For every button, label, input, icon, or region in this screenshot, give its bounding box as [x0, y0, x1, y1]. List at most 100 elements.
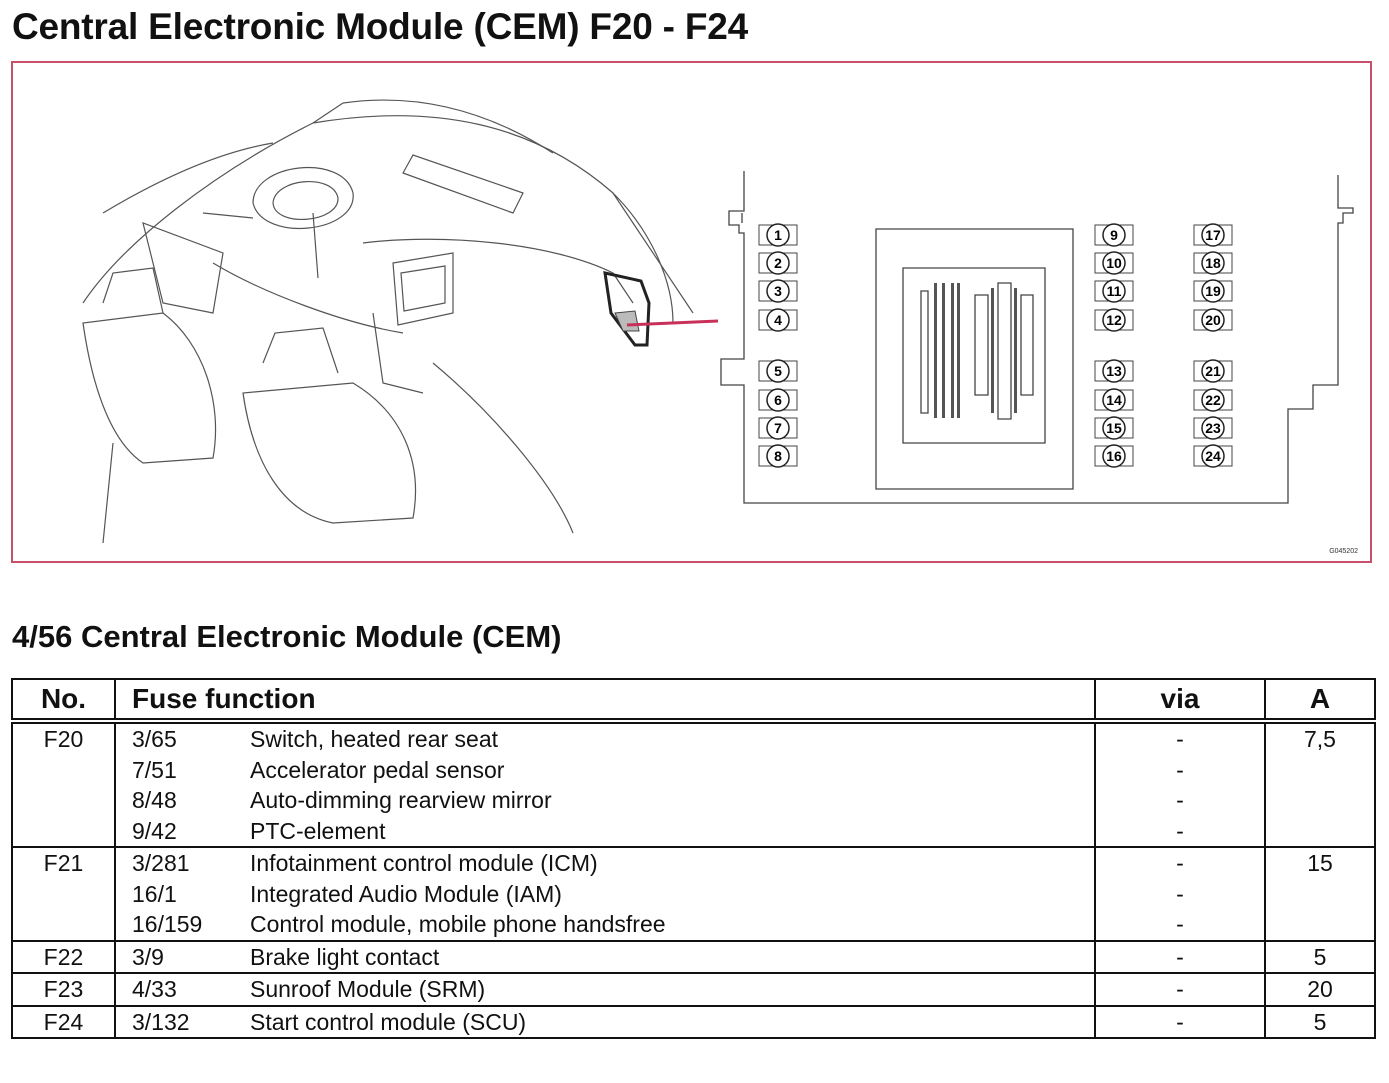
fuse-number: 3 — [774, 283, 782, 299]
fuse-number: 14 — [1106, 392, 1122, 408]
fuse-socket: 13 — [1094, 359, 1134, 383]
fuse-number: 6 — [774, 392, 782, 408]
fuse-number: 11 — [1107, 283, 1122, 299]
fuse-socket: 5 — [758, 359, 798, 383]
connector-pins — [934, 283, 1017, 418]
cem-location-marker — [603, 271, 651, 347]
fuse-number: 4 — [774, 312, 782, 328]
fuse-socket: 16 — [1094, 444, 1134, 468]
page-title: Central Electronic Module (CEM) F20 - F2… — [12, 6, 749, 47]
fuse-socket: 1 — [758, 223, 798, 247]
table-row: F23 4/33 Sunroof Module (SRM) - 20 — [11, 973, 1376, 1007]
amperage: 5 — [1313, 943, 1327, 970]
via-value: - — [1176, 911, 1184, 937]
header-no: No. — [11, 678, 116, 724]
fuse-number: 22 — [1205, 392, 1221, 408]
via-value: - — [1176, 880, 1184, 907]
fuse-number: 19 — [1205, 283, 1221, 299]
component-desc: Sunroof Module (SRM) — [250, 976, 486, 1002]
component-code: 3/65 — [132, 726, 177, 752]
table-header-row: No. Fuse function via A — [11, 678, 1376, 724]
via-value: - — [1176, 726, 1184, 752]
fuse-id: F23 — [43, 976, 84, 1002]
fuse-box-outline — [720, 171, 1354, 504]
fuse-socket: 9 — [1094, 223, 1134, 247]
fuse-function-line: 3/9 Brake light contact — [116, 942, 1094, 973]
component-code: 3/132 — [132, 1008, 190, 1035]
fuse-socket: 2 — [758, 251, 798, 275]
component-code: 8/48 — [132, 787, 177, 813]
fuse-socket: 18 — [1193, 251, 1233, 275]
amperage: 15 — [1307, 850, 1333, 876]
component-code: 4/33 — [132, 976, 177, 1002]
amperage: 5 — [1313, 1008, 1327, 1035]
figure-code: G045202 — [1329, 548, 1358, 555]
fuse-socket: 20 — [1193, 308, 1233, 332]
fuse-socket: 19 — [1193, 279, 1233, 303]
fuse-socket: 21 — [1193, 359, 1233, 383]
fuse-number: 10 — [1106, 255, 1122, 271]
fuse-number: 8 — [774, 448, 782, 464]
component-desc: Brake light contact — [250, 943, 440, 970]
fuse-number: 12 — [1106, 312, 1122, 328]
fuse-socket: 12 — [1094, 308, 1134, 332]
fuse-column-right: 17 18 19 20 21 22 23 24 — [1193, 223, 1233, 468]
fuse-socket: 23 — [1193, 416, 1233, 440]
section-title: 4/56 Central Electronic Module (CEM) — [12, 619, 562, 654]
fuse-number: 5 — [774, 363, 782, 379]
fuse-id: F21 — [43, 850, 84, 876]
header-amp: A — [1264, 678, 1376, 724]
pointer-line — [626, 319, 719, 327]
fuse-number: 9 — [1110, 227, 1118, 243]
component-desc: PTC-element — [250, 817, 386, 844]
fuse-number: 7 — [774, 420, 782, 436]
fuse-number: 20 — [1205, 312, 1221, 328]
fuse-function-line: 9/42 PTC-element — [116, 816, 1094, 847]
cem-location-diagram: 1 2 3 4 5 6 7 8 9 10 11 12 13 14 15 16 1… — [82, 99, 1354, 544]
fuse-socket: 10 — [1094, 251, 1134, 275]
component-desc: Infotainment control module (ICM) — [250, 850, 598, 876]
component-code: 16/159 — [132, 911, 203, 937]
fuse-number: 16 — [1106, 448, 1122, 464]
amperage: 7,5 — [1304, 726, 1336, 752]
fuse-number: 1 — [774, 227, 782, 243]
fuse-socket: 3 — [758, 279, 798, 303]
fuse-column-mid: 9 10 11 12 13 14 15 16 — [1094, 223, 1134, 468]
component-desc: Accelerator pedal sensor — [250, 756, 505, 783]
fuse-number: 21 — [1205, 363, 1221, 379]
fuse-function-line: 8/48 Auto-dimming rearview mirror — [116, 785, 1094, 816]
fuse-function-line: 3/281 Infotainment control module (ICM) — [116, 848, 1094, 879]
component-desc: Switch, heated rear seat — [250, 726, 499, 752]
fuse-socket: 7 — [758, 416, 798, 440]
component-code: 9/42 — [132, 817, 177, 844]
fuse-function-line: 4/33 Sunroof Module (SRM) — [116, 974, 1094, 1005]
via-value: - — [1176, 787, 1184, 813]
fuse-socket: 8 — [758, 444, 798, 468]
component-desc: Auto-dimming rearview mirror — [250, 787, 552, 813]
fuse-socket: 4 — [758, 308, 798, 332]
component-code: 3/9 — [132, 943, 164, 970]
fuse-function-line: 3/65 Switch, heated rear seat — [116, 724, 1094, 755]
via-value: - — [1176, 976, 1184, 1002]
component-desc: Control module, mobile phone handsfree — [250, 911, 666, 937]
header-via: via — [1094, 678, 1266, 724]
fuse-number: 17 — [1205, 227, 1221, 243]
car-interior-sketch — [82, 99, 694, 544]
via-value: - — [1176, 817, 1184, 844]
fuse-number: 13 — [1106, 363, 1122, 379]
via-value: - — [1176, 1008, 1184, 1035]
component-code: 3/281 — [132, 850, 190, 876]
fuse-socket: 6 — [758, 388, 798, 412]
fuse-id: F22 — [43, 943, 84, 970]
fuse-number: 18 — [1205, 255, 1221, 271]
fuse-number: 23 — [1205, 420, 1221, 436]
amperage: 20 — [1307, 976, 1333, 1002]
via-value: - — [1176, 850, 1184, 876]
